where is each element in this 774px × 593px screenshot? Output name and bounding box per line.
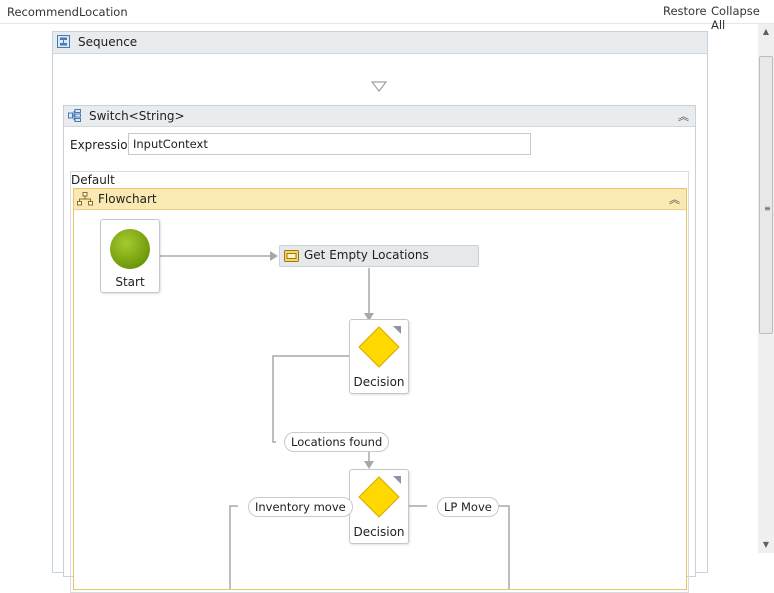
decision-label-2: Decision <box>353 525 405 539</box>
workflow-title: RecommendLocation <box>7 5 128 19</box>
switch-icon <box>68 109 81 122</box>
decision-label-1: Decision <box>353 375 405 389</box>
expand-corner-icon[interactable] <box>392 475 402 485</box>
start-label: Start <box>115 275 145 289</box>
edge-label-inventory-move[interactable]: Inventory move <box>248 497 353 517</box>
sequence-activity[interactable]: Sequence Switch<String> ︽ Expression Inp… <box>52 31 708 593</box>
activity-label: Get Empty Locations <box>304 248 429 262</box>
decision-diamond-icon <box>358 476 400 518</box>
start-circle-icon <box>110 229 150 269</box>
decision-diamond-icon <box>358 326 400 368</box>
flowchart-header[interactable]: Flowchart ︽ <box>74 189 686 210</box>
flowchart-label: Flowchart <box>98 192 157 206</box>
switch-activity[interactable]: Switch<String> ︽ Expression InputContext… <box>63 105 696 593</box>
expression-input[interactable]: InputContext <box>128 133 531 155</box>
flowchart-icon <box>77 192 93 206</box>
flowchart-activity[interactable]: Flowchart ︽ <box>73 188 687 590</box>
sequence-label: Sequence <box>78 35 138 49</box>
switch-header[interactable]: Switch<String> ︽ <box>64 106 695 127</box>
expression-label: Expression <box>70 138 136 152</box>
scroll-up-icon[interactable]: ▲ <box>762 27 770 36</box>
collapse-all-button[interactable]: Collapse All <box>711 4 760 32</box>
sequence-icon <box>57 35 70 48</box>
decision-node-2[interactable]: Decision <box>349 469 409 544</box>
drop-target-arrow-icon[interactable] <box>371 81 387 93</box>
flowchart-collapse-icon[interactable]: ︽ <box>669 193 680 206</box>
edge-label-locations-found[interactable]: Locations found <box>284 432 390 452</box>
expand-corner-icon[interactable] <box>392 325 402 335</box>
decision-node-1[interactable]: Decision <box>349 319 409 394</box>
switch-collapse-icon[interactable]: ︽ <box>678 110 689 123</box>
get-empty-locations-activity[interactable]: Get Empty Locations <box>279 245 479 267</box>
designer-header: RecommendLocation Restore Collapse All <box>0 0 774 32</box>
scrollbar-thumb[interactable]: ≡ <box>759 56 773 334</box>
restore-button[interactable]: Restore <box>663 4 707 18</box>
edge-label-lp-move[interactable]: LP Move <box>437 497 499 517</box>
activity-icon <box>284 250 299 262</box>
grip-icon: ≡ <box>764 204 771 213</box>
vertical-scrollbar[interactable]: ▲ ≡ ▼ <box>758 24 774 553</box>
scroll-down-icon[interactable]: ▼ <box>762 540 770 549</box>
switch-label: Switch<String> <box>89 109 185 123</box>
start-node[interactable]: Start <box>100 219 160 293</box>
default-case-label: Default <box>71 173 115 187</box>
sequence-header[interactable]: Sequence <box>53 32 707 54</box>
